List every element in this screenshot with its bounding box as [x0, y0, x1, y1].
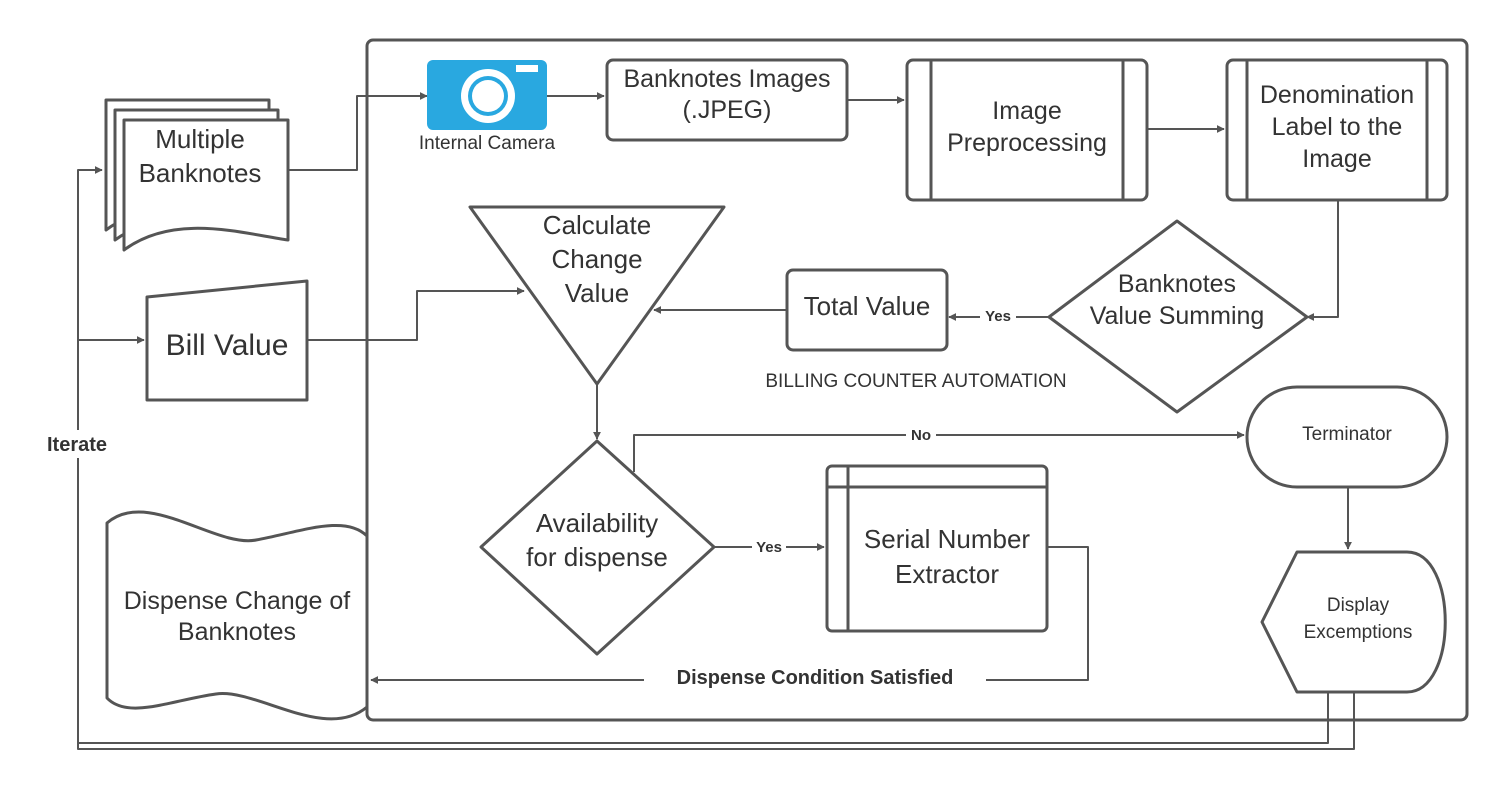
- no-label: No: [911, 427, 931, 444]
- container-title: BILLING COUNTER AUTOMATION: [765, 371, 1066, 392]
- no-label-bg: [906, 425, 936, 445]
- serial-line-1: Serial Number: [864, 524, 1031, 554]
- image-preprocessing-line-1: Image: [992, 97, 1061, 125]
- edge-availability-to-terminator: [633, 431, 1245, 472]
- availability-line-2: for dispense: [526, 542, 668, 572]
- display-exemptions-node: Display Excemptions: [1260, 550, 1447, 694]
- yes-total-label-bg: [980, 306, 1016, 326]
- edge-iterate-to-banknotes: [77, 166, 1355, 750]
- denomination-line-1: Denomination: [1260, 81, 1414, 109]
- edge-bill-to-calculate: [307, 287, 525, 341]
- edge-banknotes-to-camera: [289, 92, 428, 171]
- dispense-change-line-1: Dispense Change of: [124, 587, 351, 615]
- summing-line-1: Banknotes: [1118, 270, 1236, 298]
- serial-line-2: Extractor: [895, 559, 999, 589]
- calculate-change-line-3: Value: [565, 278, 630, 308]
- denomination-line-3: Image: [1302, 145, 1371, 173]
- multiple-banknotes-node: Multiple Banknotes: [104, 98, 290, 252]
- total-value-node: Total Value: [785, 268, 949, 352]
- banknotes-value-summing-node: Banknotes Value Summing: [1047, 219, 1309, 414]
- total-value-label: Total Value: [804, 291, 931, 321]
- display-line-1: Display: [1327, 595, 1390, 616]
- yes-serial-label: Yes: [756, 539, 782, 556]
- summing-line-2: Value Summing: [1090, 302, 1265, 330]
- yes-serial-label-bg: [752, 537, 786, 557]
- banknotes-images-node: Banknotes Images (.JPEG): [605, 58, 849, 142]
- display-line-2: Excemptions: [1304, 622, 1413, 643]
- availability-node: Availability for dispense: [479, 439, 716, 656]
- iterate-label-bg: [38, 430, 118, 458]
- yes-total-label: Yes: [985, 308, 1011, 325]
- image-preprocessing-line-2: Preprocessing: [947, 129, 1107, 157]
- edge-denomination-to-summing: [1306, 200, 1339, 321]
- serial-number-extractor-node: Serial Number Extractor: [825, 464, 1049, 633]
- denomination-label-node: Denomination Label to the Image: [1225, 58, 1449, 202]
- calculate-change-node: Calculate Change Value: [468, 205, 726, 386]
- terminator-node: Terminator: [1245, 385, 1449, 489]
- denomination-line-2: Label to the: [1272, 113, 1403, 141]
- image-preprocessing-node: Image Preprocessing: [905, 58, 1149, 202]
- dispense-change-node: Dispense Change of Banknotes: [105, 510, 369, 721]
- internal-camera-label: Internal Camera: [419, 133, 556, 154]
- iterate-label: Iterate: [47, 434, 107, 456]
- banknotes-images-line-2: (.JPEG): [683, 96, 772, 124]
- edge-iterate-inner: [78, 692, 1329, 744]
- multiple-banknotes-line-2: Banknotes: [139, 158, 262, 188]
- dispense-condition-label: Dispense Condition Satisfied: [677, 667, 954, 689]
- camera-icon: [427, 60, 547, 130]
- calculate-change-line-2: Change: [551, 244, 642, 274]
- bill-value-label: Bill Value: [166, 329, 289, 362]
- terminator-label: Terminator: [1302, 424, 1392, 445]
- availability-line-1: Availability: [536, 508, 658, 538]
- bill-value-node: Bill Value: [145, 279, 309, 402]
- dispense-condition-label-bg: [644, 664, 986, 694]
- banknotes-images-line-1: Banknotes Images: [623, 65, 830, 93]
- multiple-banknotes-line-1: Multiple: [155, 124, 245, 154]
- calculate-change-line-1: Calculate: [543, 210, 651, 240]
- dispense-change-line-2: Banknotes: [178, 618, 296, 646]
